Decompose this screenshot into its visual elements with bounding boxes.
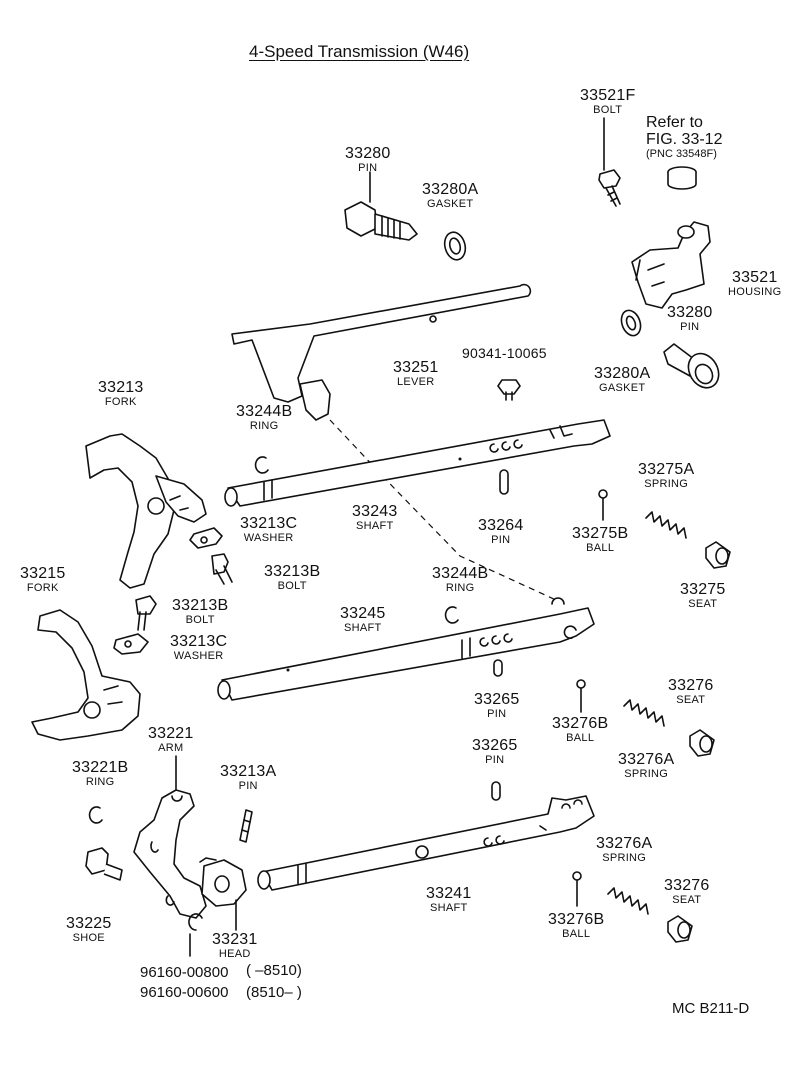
diagram-title: 4-Speed Transmission (W46): [249, 42, 470, 61]
ball-33276b-upper-drawing: [576, 679, 586, 713]
fork-33213-drawing: [85, 433, 207, 589]
reference-line-2: FIG. 33-12: [646, 130, 723, 148]
gasket-33280a-upper-drawing: [443, 231, 467, 261]
washer-33213c-lower-drawing: [113, 633, 149, 655]
shaft-33241-drawing: [257, 795, 595, 891]
ring-33244b-lower-drawing: [444, 606, 459, 624]
reference-line-1: Refer to: [646, 114, 703, 131]
shaft-33243-drawing: [224, 419, 611, 507]
pin-33213a-drawing: [239, 809, 253, 843]
spring-33276a-upper-drawing: [623, 699, 665, 727]
lever-33251-drawing: [231, 283, 532, 421]
fork-33215-drawing: [31, 609, 141, 741]
date-range: (8510– ): [246, 984, 302, 1001]
cap-part-drawing: [667, 166, 697, 190]
seat-33275-drawing: [705, 541, 731, 569]
part-label: 90341-10065: [462, 345, 547, 361]
pin-33265-lower-drawing: [491, 781, 501, 801]
plug-90341-drawing: [497, 379, 521, 401]
shaft-33245-drawing: [217, 597, 595, 701]
seat-33276-lower-drawing: [667, 915, 693, 943]
ring-33244b-upper-drawing: [254, 456, 269, 474]
ball-33275b-drawing: [598, 489, 608, 521]
ring-33221b-drawing: [88, 806, 103, 824]
part-number-dated: 96160-00600: [140, 984, 229, 1001]
pin-33280-right-drawing: [663, 343, 720, 389]
reference-note: Refer to FIG. 33-12 (PNC 33548F): [646, 114, 723, 160]
pin-33280-upper-drawing: [344, 171, 418, 241]
housing-33521-drawing: [631, 221, 711, 309]
part-number-dated: 96160-00800: [140, 964, 229, 981]
washer-33213c-upper-drawing: [189, 527, 223, 549]
circlip-96160-drawing: [188, 913, 203, 957]
date-range: ( –8510): [246, 962, 302, 979]
pin-33265-upper-drawing: [493, 659, 503, 677]
reference-line-3: (PNC 33548F): [646, 147, 717, 160]
seat-33276-upper-drawing: [689, 729, 715, 757]
spring-33276a-lower-drawing: [607, 887, 649, 915]
bolt-33213b-lower-drawing: [135, 595, 157, 631]
bolt-33213b-upper-drawing: [211, 553, 233, 585]
figure-code: MC B211-D: [672, 1000, 750, 1017]
bolt-33521f-drawing: [598, 117, 621, 207]
ball-33276b-lower-drawing: [572, 871, 582, 907]
pin-33264-drawing: [499, 469, 509, 495]
shoe-33225-drawing: [85, 847, 123, 881]
arm-33221-drawing: [133, 755, 207, 919]
head-33231-drawing: [199, 857, 247, 931]
spring-33275a-drawing: [645, 511, 687, 539]
gasket-33280a-lower-drawing: [620, 309, 642, 337]
